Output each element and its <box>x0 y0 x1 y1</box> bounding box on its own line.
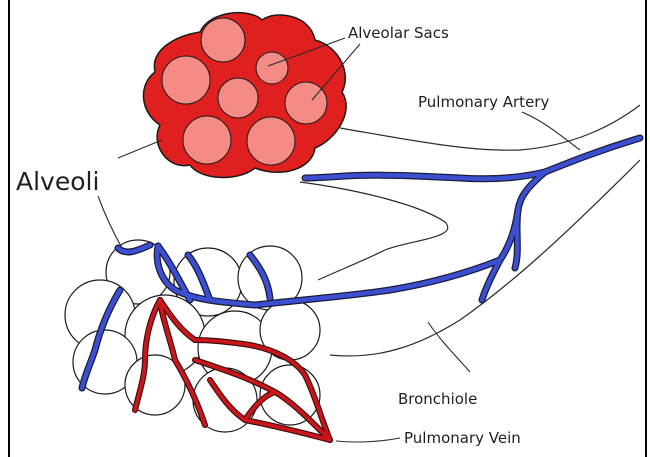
leader-pulmonary-artery <box>522 112 580 150</box>
sac-inner-3 <box>256 52 288 84</box>
leader-alveoli-bottom <box>98 196 122 248</box>
label-alveoli: Alveoli <box>16 167 99 196</box>
label-bronchiole: Bronchiole <box>398 390 477 408</box>
sac-inner-7 <box>247 117 295 165</box>
leader-alveoli-top <box>118 140 162 158</box>
label-alveolar-sacs: Alveolar Sacs <box>348 24 449 42</box>
sac-inner-6 <box>183 116 231 164</box>
sac-inner-4 <box>218 78 258 118</box>
leader-bronchiole <box>428 322 470 372</box>
sac-inner-1 <box>201 18 245 62</box>
label-pulmonary-artery: Pulmonary Artery <box>418 93 549 111</box>
leader-pulmonary-vein <box>336 438 400 442</box>
bronchiole-tube <box>300 105 640 356</box>
sac-inner-5 <box>285 82 327 124</box>
label-pulmonary-vein: Pulmonary Vein <box>404 429 521 447</box>
sac-inner-2 <box>162 56 210 104</box>
